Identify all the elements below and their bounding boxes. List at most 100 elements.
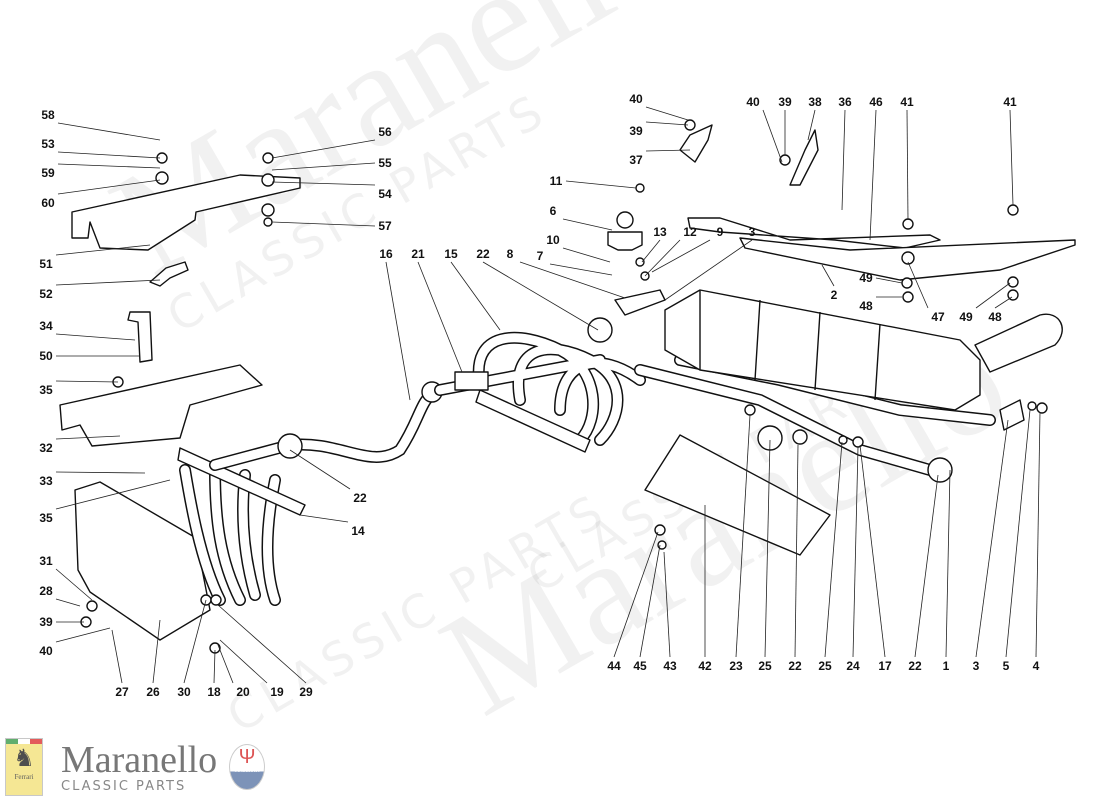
callout-31: 31 — [39, 554, 53, 568]
heat-shield-51 — [71, 174, 301, 251]
leader-line — [639, 544, 661, 658]
callout-22: 22 — [476, 247, 490, 261]
leader-line — [565, 180, 637, 189]
callout-42: 42 — [698, 659, 712, 673]
ferrari-text: Ferrari — [14, 773, 34, 781]
callout-46: 46 — [869, 95, 883, 109]
heat-shield-42 — [644, 434, 831, 556]
callout-7: 7 — [537, 249, 544, 263]
leader-line — [450, 261, 501, 331]
leader-line — [869, 109, 877, 241]
callout-16: 16 — [379, 247, 393, 261]
leader-line — [549, 263, 613, 276]
manifold-flange-right — [475, 389, 591, 453]
leader-line — [482, 261, 599, 331]
leader-line — [807, 109, 816, 141]
callout-1: 1 — [943, 659, 950, 673]
leader-line — [213, 649, 216, 684]
bracket-3 — [614, 289, 666, 316]
callout-39: 39 — [778, 95, 792, 109]
callout-22: 22 — [908, 659, 922, 673]
leader-line — [794, 444, 799, 658]
logo-brand: Maranello — [61, 738, 218, 781]
leader-line — [271, 162, 376, 171]
leader-line — [299, 514, 349, 523]
callout-25: 25 — [758, 659, 772, 673]
prancing-horse-icon: ♞ — [13, 745, 35, 772]
callout-58: 58 — [41, 108, 55, 122]
callout-44: 44 — [607, 659, 621, 673]
callout-4: 4 — [1033, 659, 1040, 673]
callout-48: 48 — [988, 310, 1002, 324]
callout-10: 10 — [546, 233, 560, 247]
logo-sub: CLASSIC PARTS — [61, 778, 187, 794]
callout-27: 27 — [115, 685, 129, 699]
bracket-52 — [149, 261, 189, 287]
callout-59: 59 — [41, 166, 55, 180]
callout-30: 30 — [177, 685, 191, 699]
callout-41: 41 — [1003, 95, 1017, 109]
gasket-21 — [454, 371, 489, 391]
leader-line — [519, 261, 626, 299]
ferrari-shield-logo: ♞ Ferrari — [5, 738, 43, 796]
leader-line — [945, 469, 951, 658]
leader-line — [217, 644, 234, 684]
leader-line — [55, 380, 119, 383]
callout-3: 3 — [749, 225, 756, 239]
callout-35: 35 — [39, 383, 53, 397]
callout-45: 45 — [633, 659, 647, 673]
bracket-34 — [127, 311, 153, 363]
leader-line — [385, 261, 411, 401]
callout-32: 32 — [39, 441, 53, 455]
callout-56: 56 — [378, 125, 392, 139]
flange-22-mid — [587, 317, 613, 343]
callout-21: 21 — [411, 247, 425, 261]
leader-line — [664, 239, 753, 301]
callout-14: 14 — [351, 524, 365, 538]
leader-line — [764, 439, 771, 658]
leader-line — [55, 471, 146, 474]
leader-line — [217, 604, 307, 684]
callout-39: 39 — [39, 615, 53, 629]
leader-line — [613, 531, 659, 658]
callout-40: 40 — [39, 644, 53, 658]
callout-53: 53 — [41, 137, 55, 151]
maserati-logo: Ψ MASERATI — [229, 744, 266, 790]
leader-line — [914, 474, 939, 658]
leader-line — [824, 441, 843, 658]
leader-line — [111, 629, 123, 684]
leader-line — [1035, 411, 1041, 658]
heat-shield-32 — [59, 364, 263, 447]
callout-25: 25 — [818, 659, 832, 673]
callout-18: 18 — [207, 685, 221, 699]
leader-line — [55, 435, 121, 440]
leader-line — [762, 109, 783, 163]
callout-52: 52 — [39, 287, 53, 301]
callout-2: 2 — [831, 288, 838, 302]
leader-line — [644, 239, 681, 277]
callout-48: 48 — [859, 299, 873, 313]
callout-17: 17 — [878, 659, 892, 673]
leader-line — [57, 151, 161, 159]
leader-line — [57, 179, 161, 195]
callout-13: 13 — [653, 225, 667, 239]
muffler — [664, 289, 981, 411]
leader-line — [821, 264, 835, 287]
callout-55: 55 — [378, 156, 392, 170]
leader-line — [55, 568, 93, 601]
callout-54: 54 — [378, 187, 392, 201]
leader-line — [859, 444, 886, 658]
leader-line — [907, 261, 929, 309]
leader-line — [875, 277, 903, 284]
leader-line — [663, 551, 671, 658]
maranello-logo: ♞ Ferrari Maranello CLASSIC PARTS Ψ MASE… — [5, 738, 266, 796]
callout-50: 50 — [39, 349, 53, 363]
leader-line — [417, 261, 463, 373]
callout-57: 57 — [378, 219, 392, 233]
callout-26: 26 — [146, 685, 160, 699]
bracket-38 — [789, 129, 819, 186]
leader-line — [735, 414, 751, 658]
callout-37: 37 — [629, 153, 643, 167]
callout-49: 49 — [959, 310, 973, 324]
